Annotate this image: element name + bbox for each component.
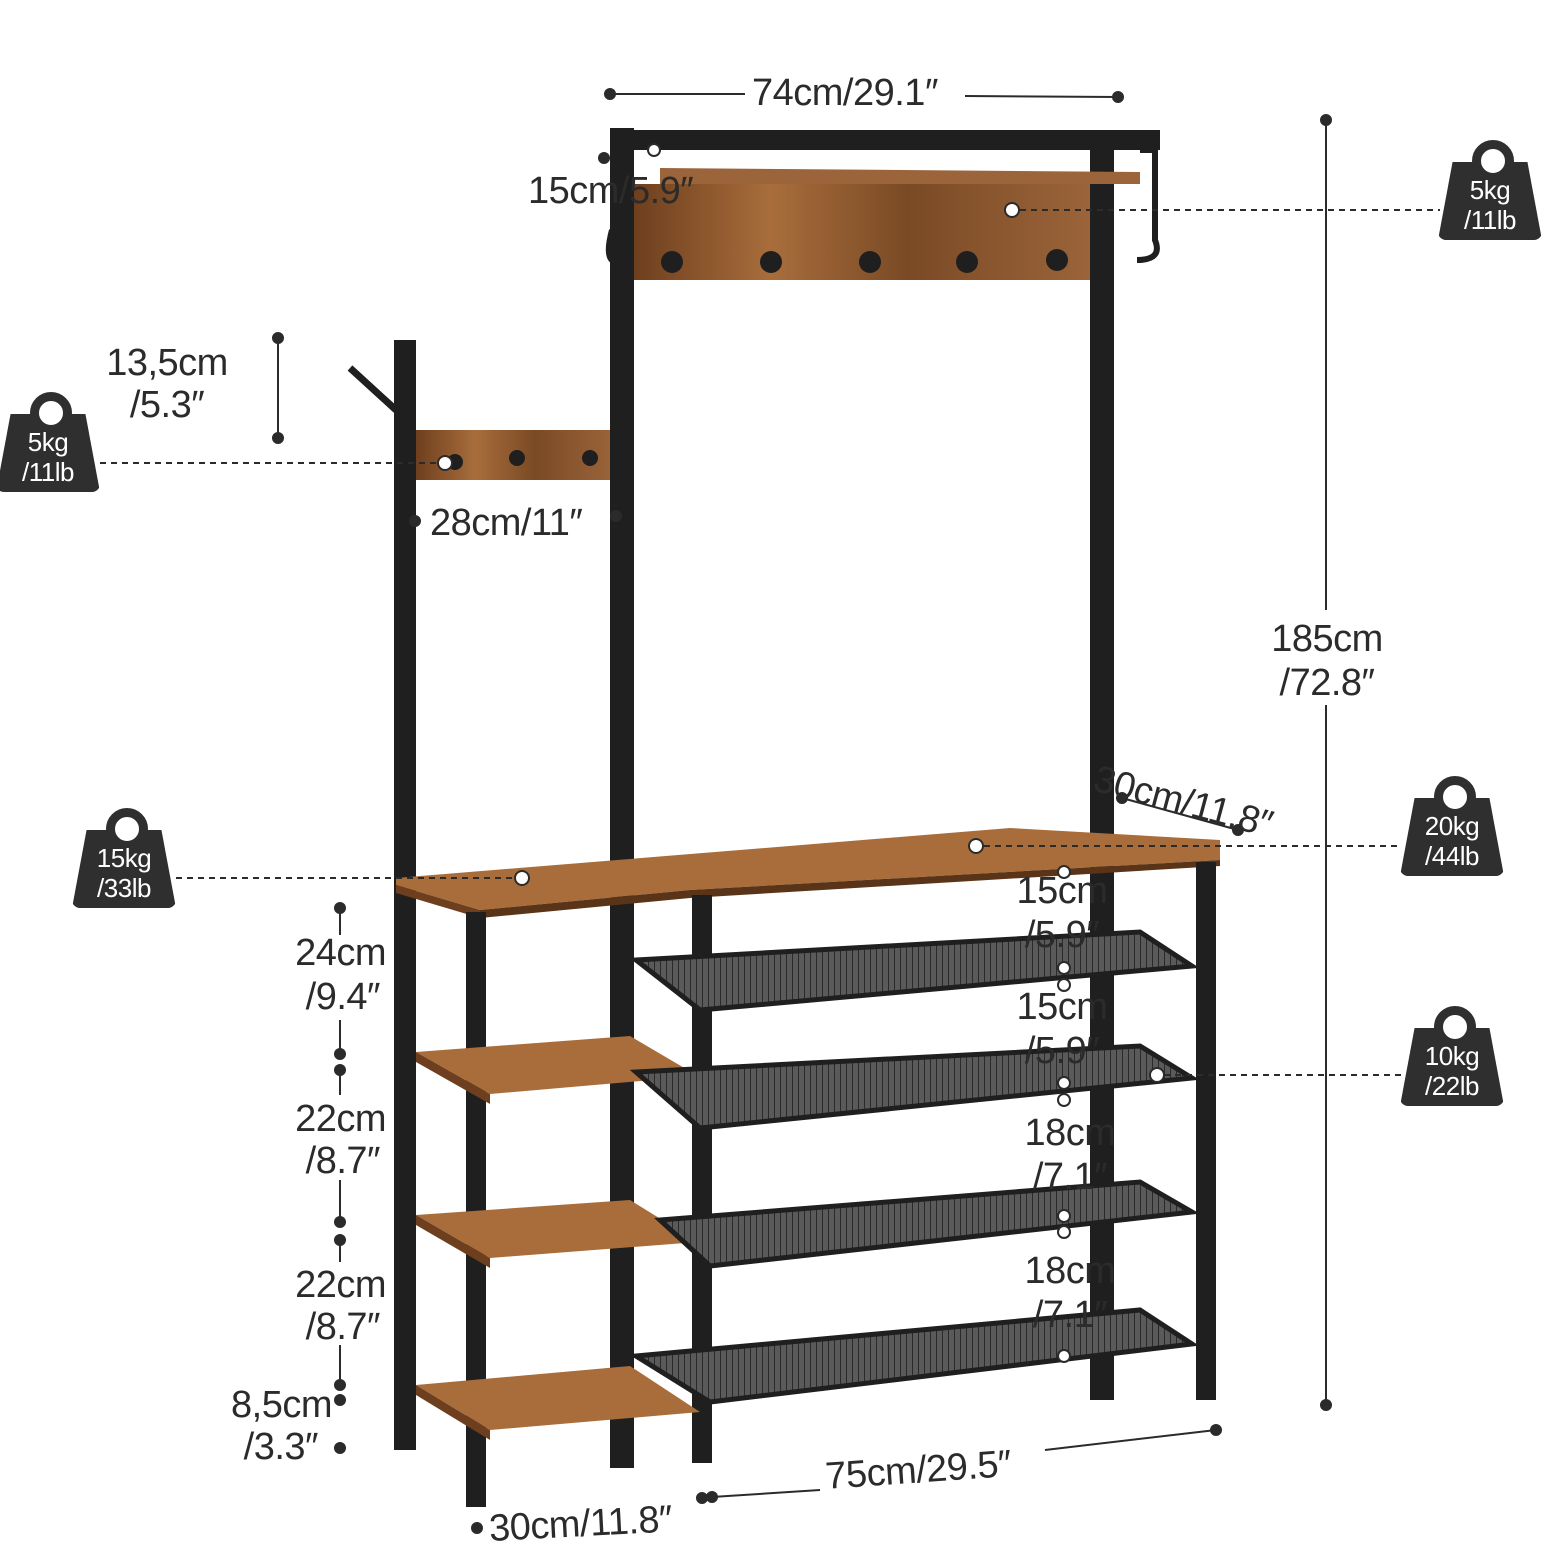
- weight-lb: /33lb: [97, 873, 151, 903]
- mesh-shelf-weight-badge: 10kg /22lb: [1400, 1006, 1504, 1106]
- left-top-weight-badge: 15kg /33lb: [72, 808, 176, 908]
- top-shelf: [660, 168, 1140, 184]
- mesh-shelves: [628, 929, 1200, 1405]
- right-gap1-label-2: /5.9″: [1024, 914, 1100, 956]
- left-gap2-label-1: 22cm: [295, 1098, 386, 1140]
- left-gap1-label-2: /9.4″: [305, 976, 381, 1018]
- side-hook-height-label-1: 13,5cm: [106, 342, 228, 384]
- dimension-lines: [272, 88, 1332, 1534]
- left-gap3-label-1: 22cm: [295, 1264, 386, 1306]
- left-gap3-label-2: /8.7″: [305, 1306, 381, 1348]
- top-hooks-weight-badge: 5kg /11lb: [1438, 140, 1542, 240]
- left-gap4-label-1: 8,5cm: [231, 1384, 332, 1426]
- weight-kg: 20kg: [1424, 811, 1480, 841]
- right-gap4-label-2: /7.1″: [1032, 1294, 1108, 1336]
- right-gap3-label-1: 18cm: [1024, 1112, 1116, 1154]
- bench-top: [396, 828, 1220, 910]
- side-hooks-weight-badge: 5kg /11lb: [0, 392, 100, 492]
- right-gap2-label-1: 15cm: [1016, 986, 1108, 1028]
- main-left-post: [610, 128, 634, 1468]
- side-top-hook: [347, 365, 399, 413]
- left-gap2-label-2: /8.7″: [305, 1140, 381, 1182]
- weight-kg: 10kg: [1424, 1041, 1480, 1071]
- weight-kg: 5kg: [27, 427, 69, 457]
- right-gap1-label-1: 15cm: [1016, 870, 1108, 912]
- weight-lb: /44lb: [1425, 841, 1479, 871]
- side-width-label: 28cm/11″: [430, 502, 583, 544]
- top-hooks: [661, 249, 1068, 273]
- right-gap4-label-1: 18cm: [1024, 1250, 1116, 1292]
- bench-weight-badge: 20kg /44lb: [1400, 776, 1504, 876]
- right-gap2-label-2: /5.9″: [1024, 1030, 1100, 1072]
- top-width-label: 74cm/29.1″: [752, 72, 938, 114]
- wood-shelves: [416, 1036, 700, 1440]
- left-gap1-label-1: 24cm: [295, 932, 386, 974]
- right-gap3-label-2: /7.1″: [1032, 1156, 1108, 1198]
- left-gap4-label-2: /3.3″: [243, 1426, 319, 1468]
- top-rail: [610, 130, 1160, 150]
- total-height-label-2: /72.8″: [1279, 662, 1375, 704]
- side-hook-height-label-2: /5.3″: [129, 384, 205, 426]
- weight-kg: 15kg: [96, 843, 152, 873]
- weight-kg: 5kg: [1469, 175, 1511, 205]
- weight-leaders: [100, 209, 1440, 1076]
- top-depth-label: 15cm/5.9″: [528, 170, 694, 212]
- weight-lb: /11lb: [22, 457, 74, 487]
- total-height-label-1: 185cm: [1271, 618, 1383, 660]
- weight-lb: /11lb: [1464, 205, 1516, 235]
- weight-lb: /22lb: [1425, 1071, 1479, 1101]
